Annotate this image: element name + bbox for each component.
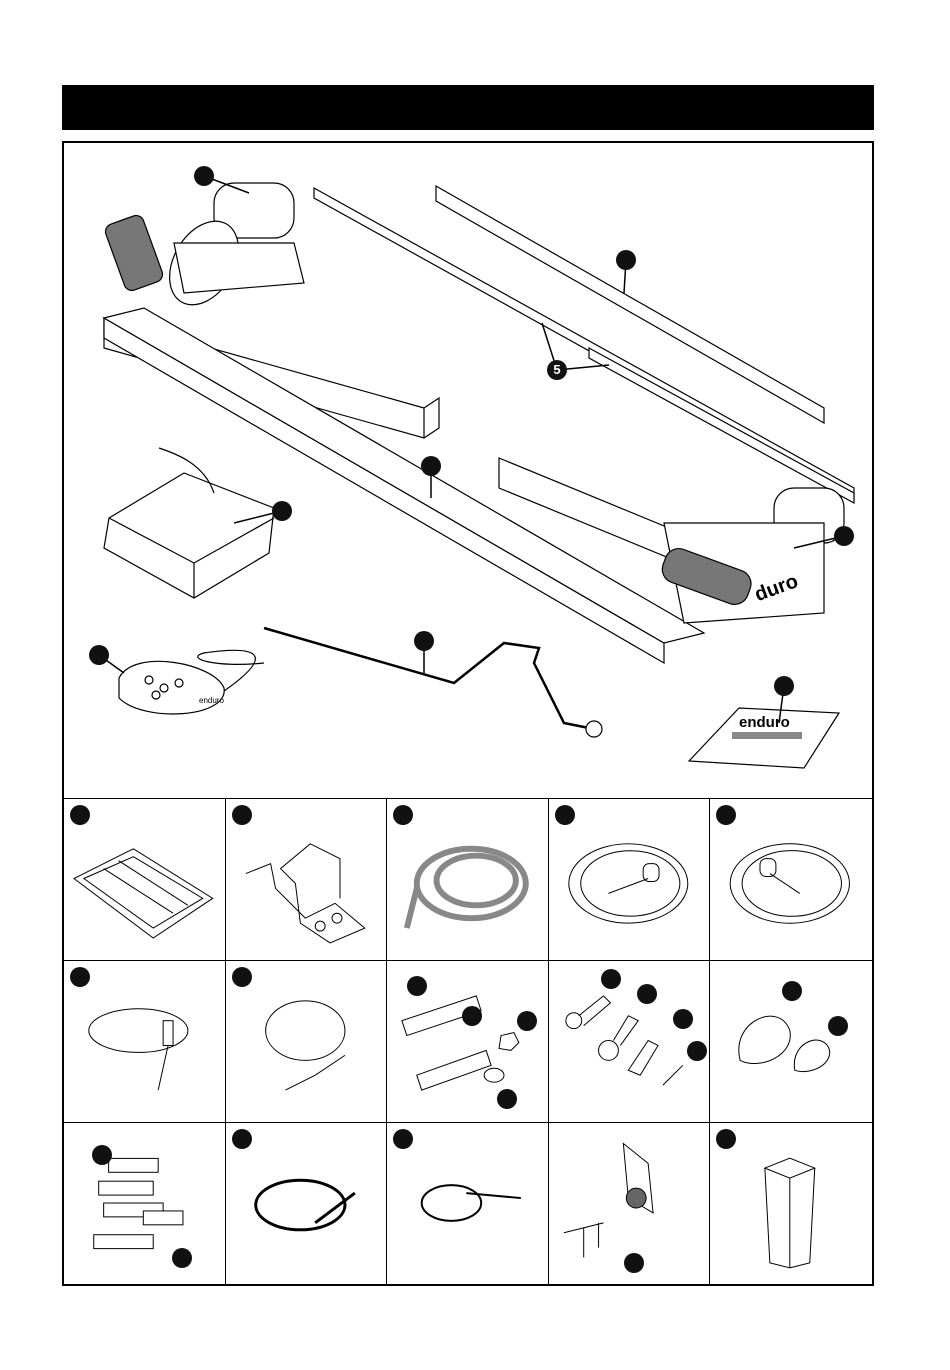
main-assembly-illustration: duro enduro enduro bbox=[64, 143, 872, 798]
accessory-parts-grid bbox=[64, 798, 872, 1285]
part-roller-guard bbox=[64, 799, 226, 961]
callout-mover-right bbox=[834, 526, 854, 546]
control-box bbox=[104, 448, 274, 598]
part-end-cap-tube bbox=[710, 1123, 872, 1285]
part-earth-cable bbox=[226, 961, 388, 1123]
callout bbox=[673, 1009, 693, 1029]
part-mounting-bracket bbox=[226, 799, 388, 961]
part-isolator-switch bbox=[549, 1123, 711, 1285]
callout-crank bbox=[414, 631, 434, 651]
part-bolts-nuts-washers bbox=[387, 961, 549, 1123]
part-small-cable-tie bbox=[387, 1123, 549, 1285]
part-cable-conduit bbox=[387, 799, 549, 961]
instruction-manual: enduro bbox=[689, 708, 839, 768]
remote-control: enduro bbox=[119, 650, 264, 714]
section-title-bar bbox=[62, 85, 874, 130]
parts-diagram-frame: duro enduro enduro bbox=[62, 141, 874, 1286]
callout-remote bbox=[89, 645, 109, 665]
callout bbox=[92, 1145, 112, 1165]
callout bbox=[172, 1248, 192, 1268]
mover-frame-bar bbox=[436, 186, 824, 423]
manual-logo: enduro bbox=[739, 714, 790, 731]
callout-mover bbox=[194, 166, 214, 186]
crossbar-right bbox=[589, 348, 854, 503]
callout bbox=[601, 969, 621, 989]
callout bbox=[637, 984, 657, 1004]
part-fused-cable bbox=[64, 961, 226, 1123]
callout-square-tube bbox=[421, 456, 441, 476]
part-number-stickers bbox=[64, 1123, 226, 1285]
part-cable-lugs-screws bbox=[549, 961, 711, 1123]
callout bbox=[687, 1041, 707, 1061]
part-cable-clamps bbox=[710, 961, 872, 1123]
callout-crossbar: 5 bbox=[547, 360, 567, 380]
callout-manual bbox=[774, 676, 794, 696]
part-power-cable-red bbox=[549, 799, 711, 961]
callout-frame-bar bbox=[616, 250, 636, 270]
mover-unit-right: duro bbox=[499, 458, 844, 623]
part-large-cable-tie bbox=[226, 1123, 388, 1285]
part-power-cable-black bbox=[710, 799, 872, 961]
callout-control-box bbox=[272, 501, 292, 521]
callout bbox=[624, 1253, 644, 1273]
remote-logo: enduro bbox=[199, 696, 224, 705]
